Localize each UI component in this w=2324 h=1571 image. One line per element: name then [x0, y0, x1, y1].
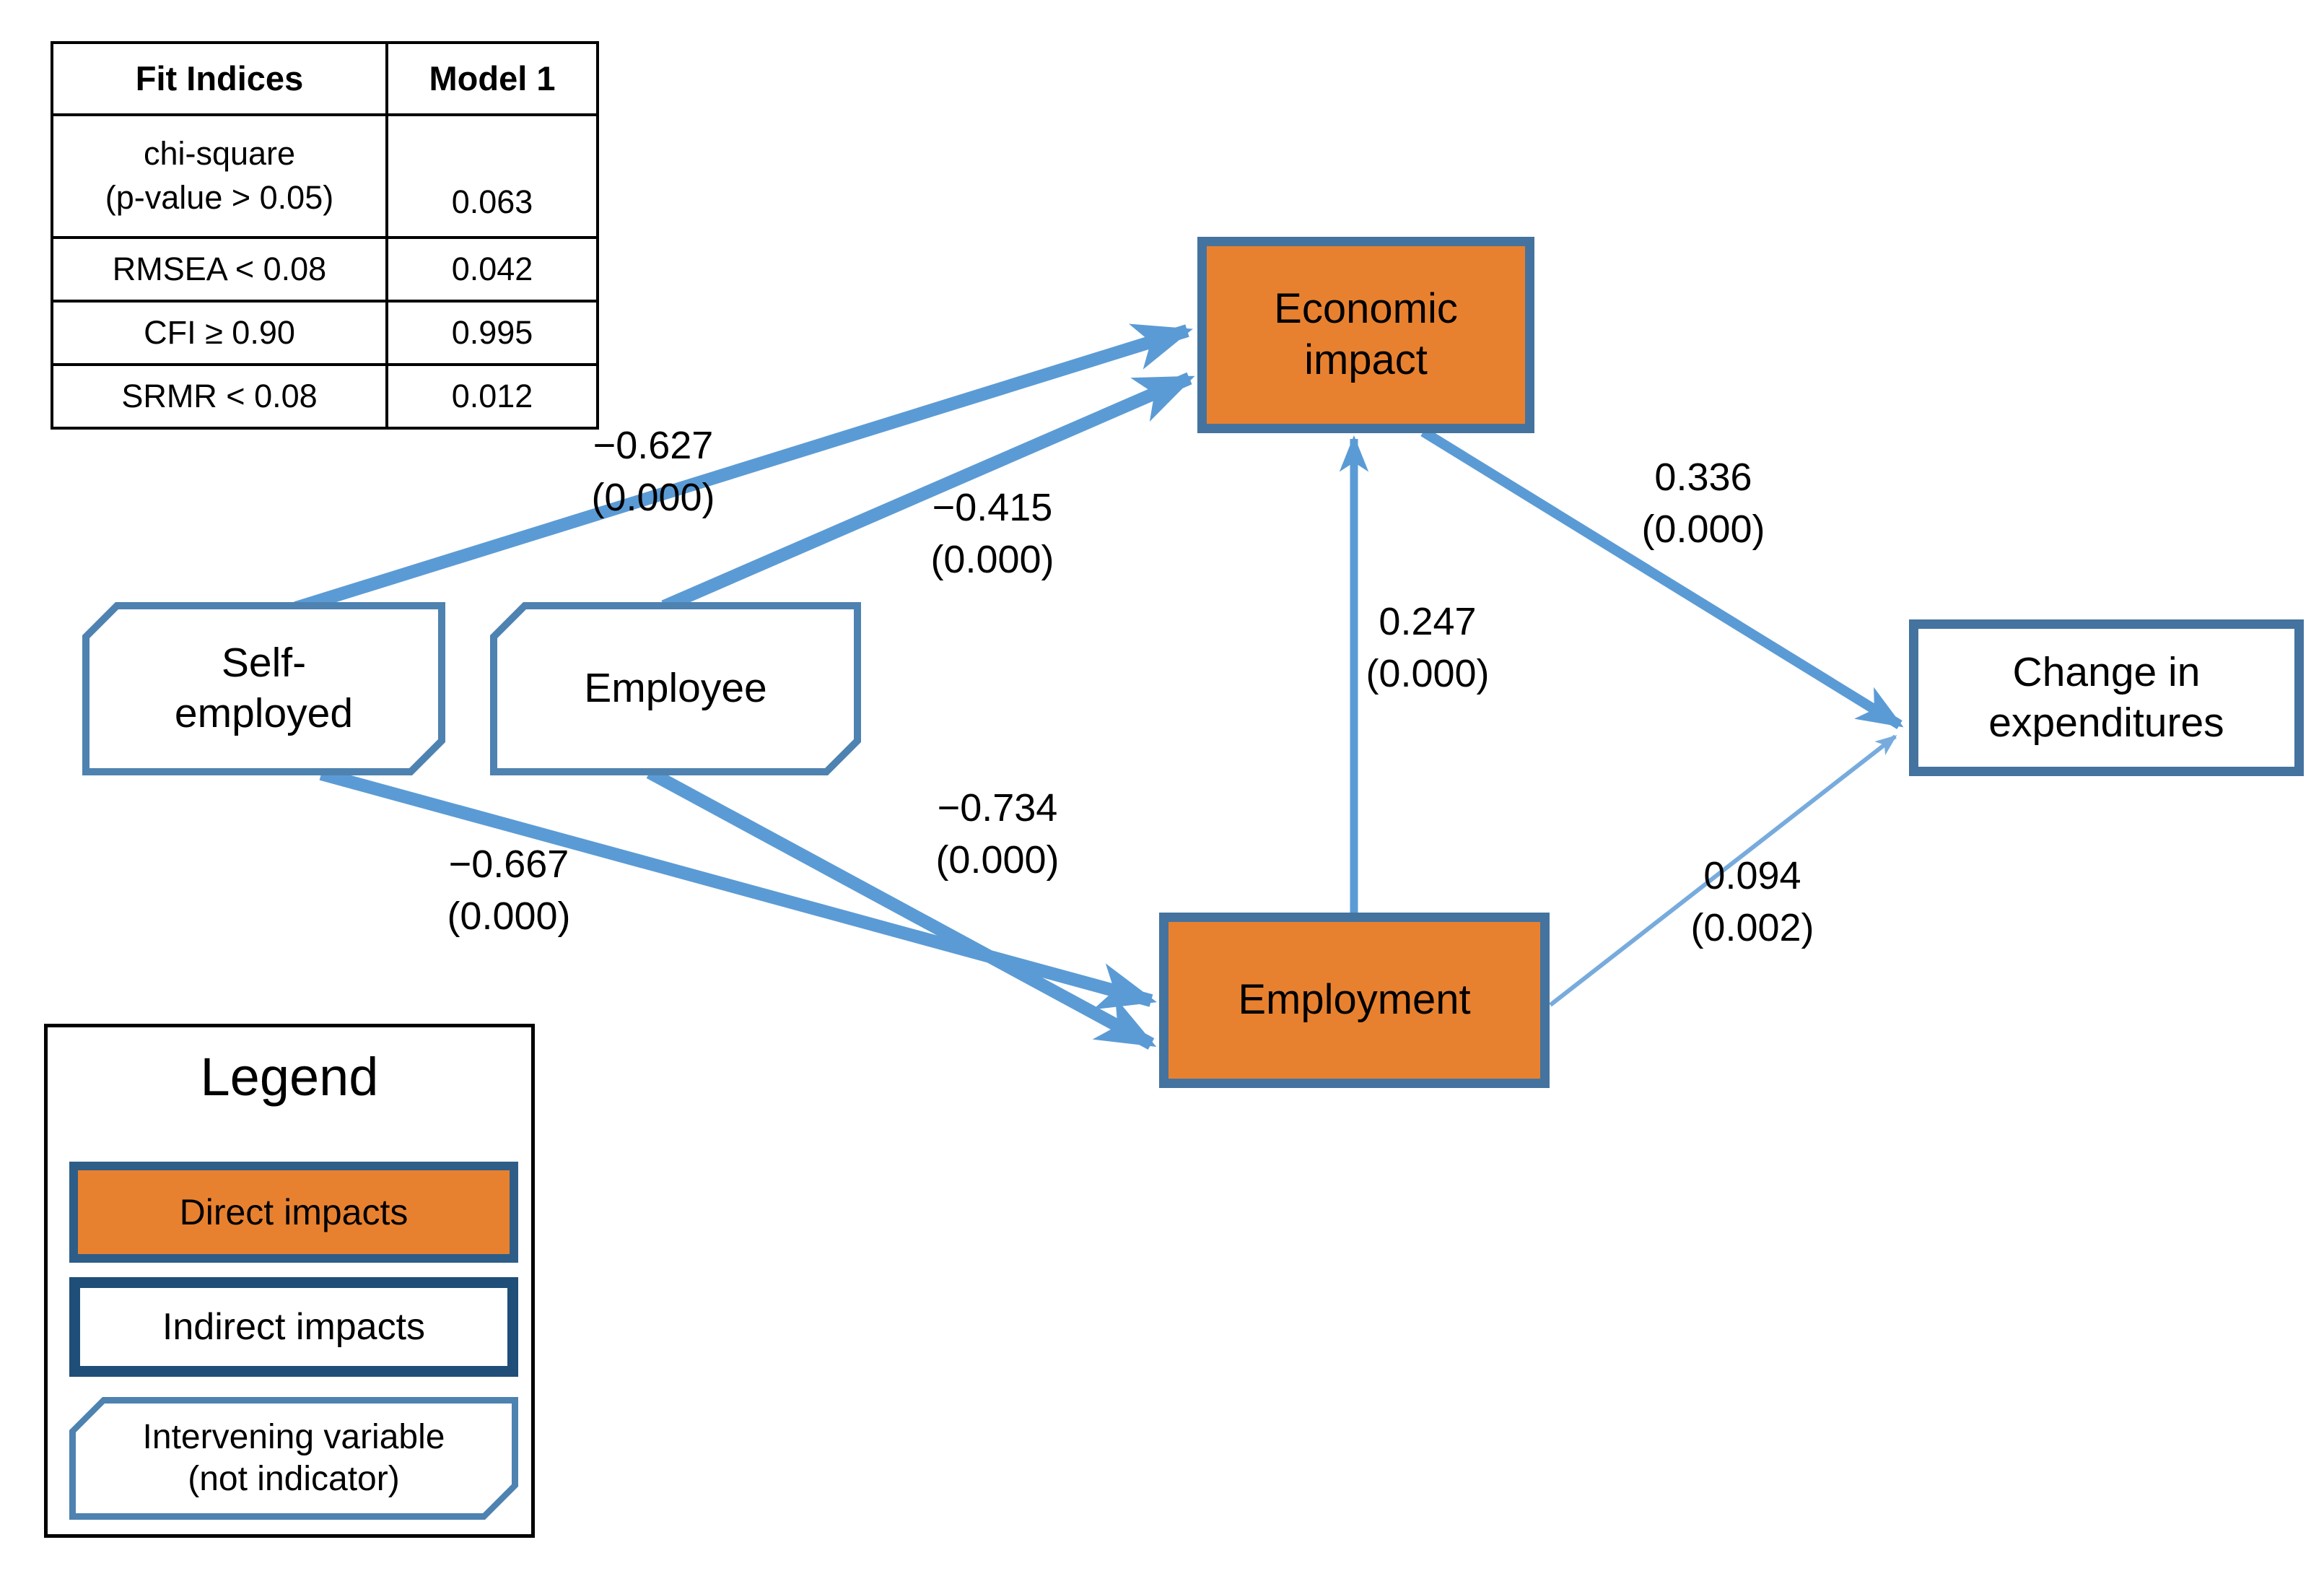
- legend-item-direct-impacts: Direct impacts: [69, 1162, 518, 1263]
- p-value: (0.000): [591, 475, 715, 519]
- node-fill: [497, 609, 854, 768]
- fit-index-cell: RMSEA < 0.08: [51, 236, 388, 303]
- table-row: chi-square (p-value > 0.05) 0.063: [51, 113, 599, 239]
- table-row: SRMR < 0.08 0.012: [51, 363, 599, 430]
- node-employee: Employee: [490, 602, 861, 775]
- fit-index-cell: SRMR < 0.08: [51, 363, 388, 430]
- p-value: (0.000): [935, 837, 1060, 882]
- table-row: RMSEA < 0.08 0.042: [51, 236, 599, 303]
- fit-indices-table: Fit Indices Model 1 chi-square (p-value …: [51, 41, 599, 430]
- fit-value-cell: 0.042: [385, 236, 599, 303]
- node-label: Employee: [584, 665, 767, 712]
- coefficient: 0.094: [1703, 854, 1801, 897]
- path-label-self-to-economic: −0.627 (0.000): [530, 420, 776, 524]
- coefficient: 0.336: [1654, 456, 1752, 499]
- model1-header: Model 1: [385, 41, 599, 116]
- coefficient: −0.667: [448, 843, 569, 886]
- node-economic-impact: Economic impact: [1197, 237, 1534, 433]
- table-row: CFI ≥ 0.90 0.995: [51, 300, 599, 366]
- node-self-employed: Self- employed: [82, 602, 445, 775]
- legend-item-label: Intervening variable (not indicator): [142, 1418, 445, 1498]
- fit-index-cell: chi-square (p-value > 0.05): [51, 113, 388, 239]
- path-label-employment-to-change: 0.094 (0.002): [1630, 850, 1875, 954]
- p-value: (0.000): [1641, 507, 1765, 551]
- p-value: (0.000): [930, 537, 1054, 581]
- node-label: Self- employed: [174, 640, 354, 736]
- legend-item-indirect-impacts: Indirect impacts: [69, 1277, 518, 1377]
- path-label-employment-to-economic: 0.247 (0.000): [1305, 596, 1550, 700]
- coefficient: 0.247: [1379, 600, 1477, 643]
- node-change-in-expenditures: Change in expenditures: [1909, 619, 2304, 776]
- p-value: (0.000): [1366, 651, 1490, 695]
- legend: Legend Direct impacts Indirect impacts I…: [44, 1024, 535, 1538]
- arrow-economic-impact-to-change-in-expenditures: [1420, 427, 1904, 729]
- coefficient: −0.415: [932, 486, 1053, 529]
- path-label-self-to-employment: −0.667 (0.000): [386, 839, 632, 943]
- path-label-employee-to-economic: −0.415 (0.000): [870, 482, 1115, 586]
- legend-title: Legend: [200, 1047, 379, 1107]
- arrow-employee-to-economic-impact: [661, 372, 1195, 613]
- p-value: (0.000): [447, 894, 571, 938]
- coefficient: −0.627: [593, 424, 714, 467]
- node-fill: [89, 609, 438, 768]
- node-employment: Employment: [1159, 913, 1550, 1088]
- arrow-employee-to-employment: [646, 767, 1157, 1050]
- fit-indices-header: Fit Indices: [51, 41, 388, 116]
- legend-swatch-fill: [76, 1404, 512, 1513]
- table-header-row: Fit Indices Model 1: [51, 41, 599, 116]
- fit-value-cell: 0.995: [385, 300, 599, 366]
- arrow-employment-to-change-in-expenditures: [1549, 734, 1897, 1007]
- legend-item-intervening-variable: Intervening variable (not indicator): [69, 1397, 518, 1520]
- arrow-self-employed-to-economic-impact: [294, 323, 1193, 614]
- path-label-employee-to-employment: −0.734 (0.000): [875, 783, 1120, 887]
- fit-value-cell: 0.012: [385, 363, 599, 430]
- p-value: (0.002): [1690, 905, 1814, 949]
- fit-index-cell: CFI ≥ 0.90: [51, 300, 388, 366]
- path-label-economic-to-change: 0.336 (0.000): [1581, 452, 1826, 556]
- coefficient: −0.734: [937, 786, 1058, 830]
- fit-value-cell: 0.063: [385, 113, 599, 239]
